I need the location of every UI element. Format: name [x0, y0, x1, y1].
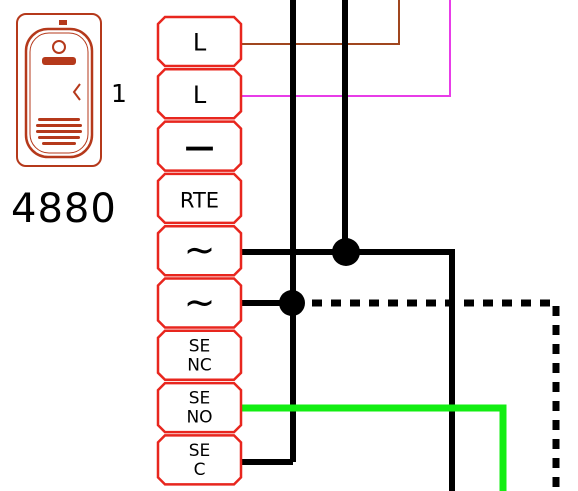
terminal-body [156, 329, 243, 382]
terminal-6: ~ [156, 277, 243, 329]
terminal-body [156, 15, 243, 68]
terminal-label-line: SE [189, 441, 211, 461]
terminal-label-line: SE [189, 336, 211, 356]
terminal-body [156, 434, 243, 486]
black-wire-ac1 [240, 249, 455, 491]
magenta-wire [240, 0, 451, 97]
terminal-body [156, 68, 243, 120]
terminal-label: L [193, 29, 207, 57]
terminal-5: ~ [156, 224, 243, 277]
terminal-label: ~ [184, 228, 216, 272]
terminal-label: ~ [184, 280, 216, 324]
terminal-label-line: NC [187, 355, 212, 375]
device-model: 4880 [11, 186, 117, 232]
terminal-label: — [185, 130, 215, 165]
green-wire [240, 404, 507, 491]
terminal-body [156, 224, 243, 277]
terminal-4: RTE [156, 172, 243, 225]
terminal-label-line: NO [186, 408, 212, 428]
brown-wire [240, 0, 400, 45]
terminal-label: L [193, 81, 207, 109]
terminal-label: RTE [180, 188, 219, 212]
terminal-body [156, 381, 243, 434]
terminal-label-line: C [194, 460, 206, 480]
terminal-2: L [156, 68, 243, 120]
terminal-body [156, 172, 243, 225]
terminal-body [156, 120, 243, 172]
dotted-wire [293, 299, 560, 491]
terminal-3: — [156, 120, 243, 172]
terminal-label-line: SE [189, 389, 211, 409]
device-number: 1 [111, 79, 127, 108]
door-entry-panel-icon [16, 13, 102, 167]
terminal-1: L [156, 15, 243, 68]
terminal-9: SEC [156, 434, 243, 486]
terminal-body [156, 277, 243, 329]
junction-dot-right [332, 238, 360, 266]
junction-dot-left [279, 290, 305, 316]
